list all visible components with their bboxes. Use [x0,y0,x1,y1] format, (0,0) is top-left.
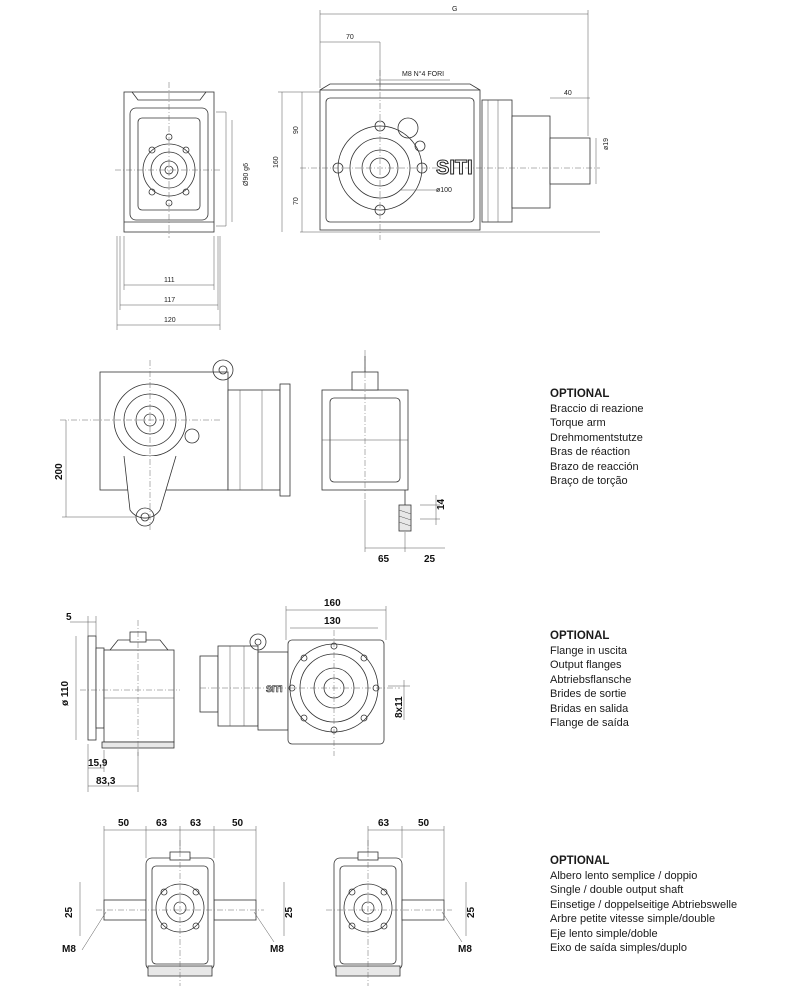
optional-line: Eixo de saída simples/duplo [550,942,687,954]
dim-50-left: 50 [118,818,130,829]
dim-130-flange: 130 [324,616,341,627]
optional-torque-arm: OPTIONAL Braccio di reazione Torque arm … [550,387,644,489]
dim-200: 200 [54,463,65,480]
front-view-dimensions: Ø90 g6 111 117 120 [116,120,250,330]
dim-o100: ø100 [436,187,452,194]
optional-title: OPTIONAL [550,630,610,642]
dim-25-single: 25 [466,906,477,918]
flange-side-view: SITI [199,630,400,756]
optional-line: Albero lento semplice / doppio [550,869,698,882]
torque-arm-dimensions: 200 [54,420,136,518]
front-view-gearbox [115,82,227,238]
flange-brand-logo: SITI [266,684,283,694]
dim-25-arm: 25 [424,554,436,565]
m8-left: M8 [62,944,76,955]
dim-o110: ø 110 [60,681,71,706]
optional-title: OPTIONAL [550,388,610,400]
optional-line: Eje lento simple/doble [550,927,658,940]
side-view-gearbox: SITI [300,70,600,240]
optional-line: Brazo de reacción [550,460,639,473]
flange-side-dimensions: 160 130 8x11 [285,598,410,720]
dim-50-right: 50 [232,818,244,829]
dim-160-flange: 160 [324,598,341,609]
optional-line: Brides de sortie [550,688,627,700]
dim-o19: ø19 [603,138,610,150]
dim-63-left: 63 [156,818,168,829]
dim-8x11: 8x11 [394,696,405,718]
dim-70-top: 70 [346,34,354,41]
optional-output-shaft: OPTIONAL Albero lento semplice / doppio … [550,854,737,956]
optional-line: Bridas en salida [550,702,629,715]
dim-o90g6: Ø90 g6 [243,163,250,186]
flange-front-dimensions: ø 110 5 15,9 83,3 [60,612,139,792]
optional-line: Output flanges [550,659,622,671]
m8-right: M8 [270,944,284,955]
m8-single: M8 [458,944,472,955]
side-view-dimensions: G 70 M8 N°4 FORI 40 ø19 160 90 70 ø100 [273,6,610,232]
dim-65: 65 [378,554,390,565]
dim-63-single: 63 [378,818,390,829]
double-shaft-view [96,840,264,986]
optional-line: Braccio di reazione [550,402,644,415]
dim-40: 40 [564,90,572,97]
optional-line: Single / double output shaft [550,884,684,896]
dim-111: 111 [164,277,175,284]
dim-70-side: 70 [293,197,300,205]
dim-63-right: 63 [190,818,202,829]
double-shaft-dimensions: 50 63 63 50 25 25 M8 M8 [62,818,295,955]
optional-line: Abtriebsflansche [550,673,632,686]
optional-line: Flange in uscita [550,644,628,657]
dim-117: 117 [164,297,175,304]
dim-5: 5 [66,612,72,623]
dim-25-left: 25 [64,906,75,918]
dim-120: 120 [164,317,176,324]
dim-50-single: 50 [418,818,430,829]
dim-83-3: 83,3 [96,776,116,787]
torque-arm-front-view [60,359,291,530]
optional-output-flanges: OPTIONAL Flange in uscita Output flanges… [550,629,631,731]
single-shaft-dimensions: 63 50 25 M8 [367,818,477,955]
optional-line: Drehmomentstutze [550,431,643,444]
optional-line: Flange de saída [550,717,629,729]
flange-front-view [80,620,180,756]
dim-14: 14 [436,498,447,510]
optional-line: Braço de torção [550,475,628,487]
brand-logo-siti: SITI [436,157,473,179]
optional-line: Torque arm [550,417,606,429]
torque-arm-side-view [321,350,412,532]
single-shaft-view [326,840,452,986]
dim-15-9: 15,9 [88,758,108,769]
optional-line: Einsetige / doppelseitige Abtriebswelle [550,898,738,911]
bolt-note: M8 N°4 FORI [402,70,444,78]
optional-line: Arbre petite vitesse simple/double [550,913,716,925]
optional-line: Bras de réaction [550,446,631,458]
optional-title: OPTIONAL [550,855,610,867]
dim-90-side: 90 [293,126,300,134]
torque-arm-side-dimensions: 14 65 25 [364,495,447,565]
dim-25-right: 25 [284,906,295,918]
dim-G: G [452,6,457,13]
dim-160-side: 160 [273,156,280,168]
